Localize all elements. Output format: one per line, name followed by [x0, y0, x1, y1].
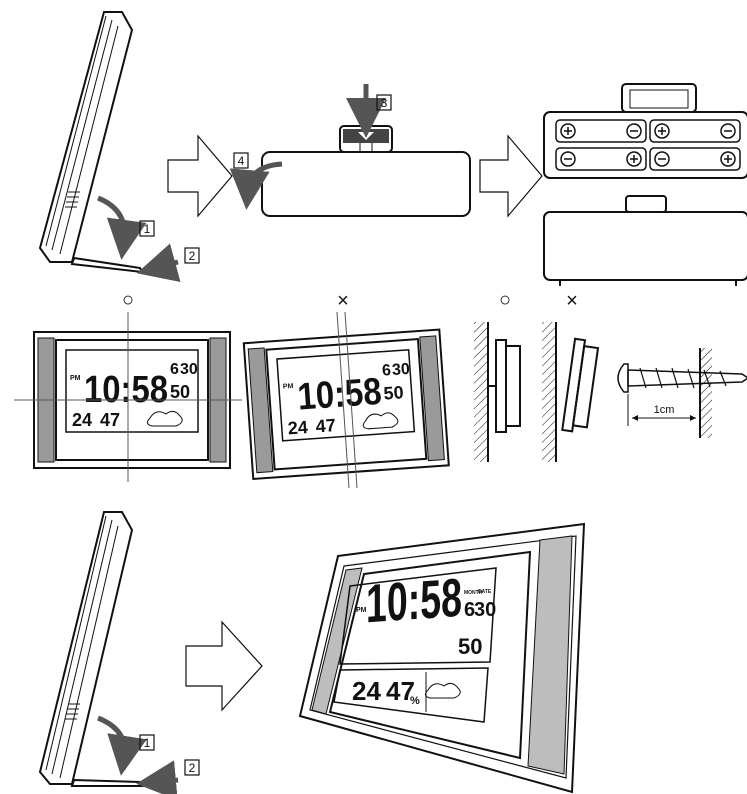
flow-arrow-2: [479, 134, 543, 218]
svg-text:4: 4: [238, 154, 245, 168]
battery-compartment: [543, 83, 747, 179]
clock-side-view-bottom: [38, 511, 179, 794]
svg-text:10:58: 10:58: [296, 371, 383, 419]
step-2-badge-bottom: 2: [184, 759, 200, 776]
svg-text:50: 50: [383, 382, 404, 403]
clock-front-tilted: PM 10:58 6 30 50 24 47: [242, 328, 450, 481]
stand-leg: [70, 256, 144, 274]
svg-text:24: 24: [72, 410, 92, 430]
svg-text:24: 24: [287, 417, 308, 438]
screw-length-label: 1cm: [654, 404, 675, 416]
svg-text:%: %: [410, 695, 420, 707]
correct-mark-wall: ○: [499, 289, 511, 311]
battery-4: [649, 147, 741, 171]
svg-text:DATE: DATE: [478, 589, 492, 595]
svg-text:2: 2: [189, 761, 196, 775]
svg-text:PM: PM: [356, 607, 367, 614]
incorrect-mark-tilted: ×: [337, 290, 349, 312]
clock-back-cover-closed: [543, 195, 747, 286]
screw-diagram: 1cm: [617, 348, 747, 438]
clock-front-level: PM 10:58 6 30 50 24 47: [14, 312, 242, 482]
svg-text:30: 30: [474, 599, 496, 621]
vent-slots-bottom: [65, 703, 80, 720]
svg-text:30: 30: [391, 361, 410, 379]
svg-text:1: 1: [144, 736, 151, 750]
svg-text:2: 2: [189, 249, 196, 263]
tilt-line-b: [344, 311, 358, 489]
svg-text:1: 1: [144, 222, 151, 236]
clock-back-cover: [229, 84, 471, 217]
svg-text:10:58: 10:58: [366, 568, 462, 635]
svg-text:6: 6: [381, 362, 391, 380]
svg-text:PM: PM: [283, 383, 294, 391]
svg-text:47: 47: [386, 676, 415, 706]
svg-text:3: 3: [381, 96, 388, 110]
vent-slots: [65, 191, 80, 208]
svg-text:5: 5: [374, 688, 379, 698]
step-4-badge: 4: [233, 152, 249, 169]
open-arrow: [229, 161, 283, 210]
svg-text:47: 47: [315, 415, 336, 436]
battery-2: [649, 119, 741, 143]
flow-arrow-3: [185, 620, 263, 712]
wall-mount-tilted: [542, 322, 600, 462]
svg-text:MONTH: MONTH: [464, 590, 483, 596]
battery-3: [555, 147, 647, 171]
svg-text:6: 6: [170, 361, 179, 378]
correct-mark-level: ○: [122, 289, 134, 311]
wall-mount-flush: [474, 322, 521, 462]
push-arrow: [136, 243, 181, 283]
incorrect-mark-wall: ×: [566, 290, 578, 312]
svg-text:30: 30: [180, 361, 198, 378]
battery-1: [555, 119, 647, 143]
step-2-badge-top: 2: [184, 247, 200, 264]
fold-arrow: [96, 195, 147, 260]
step-1-badge-bottom: 1: [139, 734, 155, 751]
svg-text:24: 24: [352, 676, 381, 706]
svg-text:PM: PM: [70, 375, 81, 382]
step-3-badge: 3: [376, 94, 392, 111]
tilt-line-a: [336, 311, 350, 489]
svg-text:47: 47: [100, 410, 120, 430]
clock-front-perspective: PM 10:58 MONTH DATE 6 30 50 24 5 47 %: [298, 522, 586, 794]
flow-arrow-1: [167, 134, 233, 218]
step-1-badge-top: 1: [139, 220, 155, 237]
svg-text:10:58: 10:58: [84, 369, 168, 411]
clock-side-view-top: [38, 11, 181, 283]
svg-text:50: 50: [170, 382, 190, 402]
svg-text:50: 50: [458, 634, 482, 659]
svg-text:6: 6: [464, 599, 475, 621]
